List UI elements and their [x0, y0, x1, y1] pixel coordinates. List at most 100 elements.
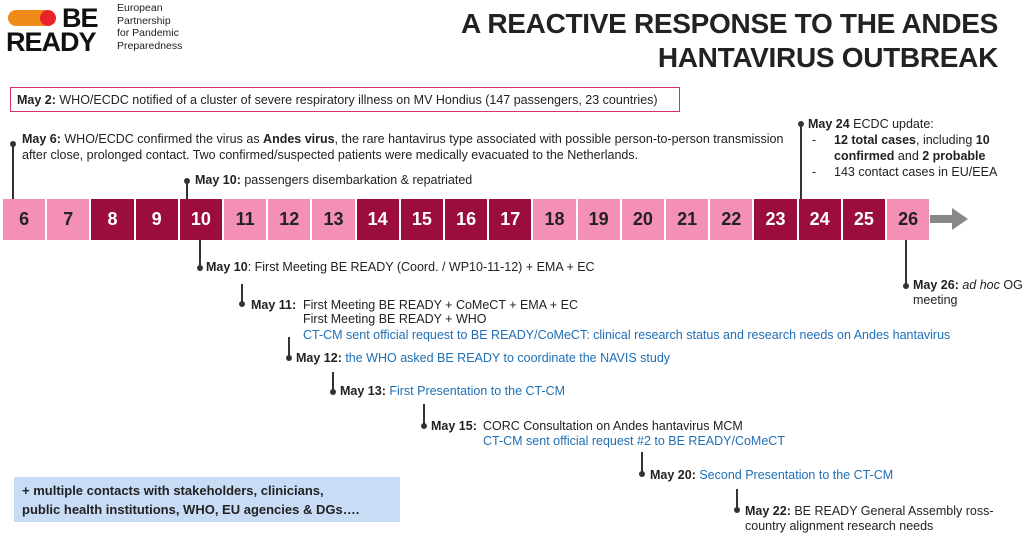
note-line: public health institutions, WHO, EU agen…: [22, 502, 360, 517]
event-may13: May 13: First Presentation to the CT-CM: [340, 383, 565, 399]
logo-word-top: BE: [62, 3, 99, 33]
timeline-day-9: 9: [135, 199, 180, 240]
event-may20: May 20: Second Presentation to the CT-CM: [650, 467, 893, 483]
event-date: May 10:: [195, 173, 241, 187]
logo-word-bottom: READY: [6, 27, 97, 57]
timeline-day-14: 14: [356, 199, 401, 240]
event-date: May 2:: [17, 93, 56, 107]
connector-may24: [798, 121, 804, 199]
note-line: + multiple contacts with stakeholders, c…: [22, 483, 324, 498]
update-text: and: [894, 149, 923, 163]
event-may15-date: May 15:: [431, 418, 477, 434]
event-date: May 15:: [431, 419, 477, 433]
event-may6: May 6: WHO/ECDC confirmed the virus as A…: [22, 131, 783, 147]
timeline-day-17: 17: [489, 199, 534, 240]
timeline-day-22: 22: [710, 199, 755, 240]
event-may15-line1: CORC Consultation on Andes hantavirus MC…: [483, 419, 743, 433]
timeline-day-21: 21: [666, 199, 711, 240]
event-may11-line1: First Meeting BE READY + CoMeCT + EMA + …: [303, 298, 578, 312]
timeline-day-19: 19: [577, 199, 622, 240]
event-text: BE READY General Assembly ross-: [790, 504, 994, 518]
event-date: May 22:: [745, 504, 791, 518]
event-date: May 24: [808, 117, 850, 131]
event-date: May 11:: [251, 298, 297, 312]
event-date: May 13:: [340, 384, 386, 398]
timeline-day-15: 15: [400, 199, 445, 240]
event-date: May 20:: [650, 468, 696, 482]
event-text: WHO/ECDC notified of a cluster of severe…: [55, 93, 658, 107]
event-may2: May 2: WHO/ECDC notified of a cluster of…: [17, 92, 658, 108]
event-may15-line2: CT-CM sent official request #2 to BE REA…: [483, 434, 785, 448]
page-title-line1: A REACTIVE RESPONSE TO THE ANDES: [460, 8, 998, 39]
event-text: : First Meeting BE READY (Coord. / WP10-…: [247, 260, 595, 274]
timeline-day-23: 23: [754, 199, 799, 240]
event-may6-line2: after close, prolonged contact. Two conf…: [22, 148, 639, 162]
event-text: passengers disembarkation & repatriated: [240, 173, 473, 187]
event-may22-line2: country alignment research needs: [745, 519, 934, 533]
event-may11-line3: CT-CM sent official request to BE READY/…: [303, 328, 951, 342]
timeline-day-11: 11: [224, 199, 269, 240]
connector-may10-above: [184, 178, 190, 199]
stakeholder-note-box: + multiple contacts with stakeholders, c…: [14, 477, 400, 522]
event-text: First Presentation to the CT-CM: [385, 384, 566, 398]
connector-may15: [421, 404, 427, 429]
event-date: May 12:: [296, 351, 342, 365]
timeline-day-26: 26: [887, 199, 932, 240]
timeline-day-7: 7: [47, 199, 92, 240]
event-may24: May 24 ECDC update: 12 total cases, incl…: [808, 116, 997, 180]
update-bold: confirmed: [834, 149, 895, 163]
event-may26-line2: meeting: [913, 293, 958, 307]
event-date: May 6:: [22, 132, 61, 146]
may24-update-list: 12 total cases, including 10 confirmed an…: [808, 132, 997, 180]
timeline-day-12: 12: [268, 199, 313, 240]
event-may26: May 26: ad hoc OG: [913, 277, 1023, 293]
event-text: Second Presentation to the CT-CM: [695, 468, 894, 482]
connector-may26: [903, 240, 909, 289]
logo-subtitle-line: European: [117, 2, 163, 14]
update-bold: 10: [975, 133, 990, 147]
event-text: the WHO asked BE READY to coordinate the…: [341, 351, 671, 365]
timeline-day-13: 13: [312, 199, 357, 240]
connector-may12: [286, 337, 292, 361]
may2-highlight-box: [10, 87, 680, 112]
update-bold: 12 total cases: [834, 133, 916, 147]
logo-dot-shape: [40, 10, 56, 26]
may24-update-item: 12 total cases, including 10 confirmed an…: [808, 132, 997, 164]
event-date: May 10: [206, 260, 248, 274]
timeline-day-16: 16: [445, 199, 490, 240]
event-may12: May 12: the WHO asked BE READY to coordi…: [296, 350, 670, 366]
event-text: OG: [999, 278, 1023, 292]
logo-subtitle: European Partnership for Pandemic Prepar…: [117, 2, 207, 52]
timeline-day-18: 18: [533, 199, 578, 240]
event-may10-below: May 10: First Meeting BE READY (Coord. /…: [206, 259, 595, 275]
may24-update-item: 143 contact cases in EU/EEA: [808, 164, 997, 180]
event-date: May 26:: [913, 278, 959, 292]
connector-may11: [239, 284, 245, 307]
logo-subtitle-line: Partnership: [117, 14, 171, 27]
connector-may6: [10, 141, 16, 199]
connector-may22: [734, 489, 740, 513]
event-text: WHO/ECDC confirmed the virus as: [60, 132, 264, 146]
timeline-day-20: 20: [621, 199, 666, 240]
event-text: , the rare hantavirus type associated wi…: [334, 132, 784, 146]
logo-subtitle-line: for Pandemic: [117, 27, 179, 39]
timeline-day-24: 24: [798, 199, 843, 240]
update-bold: 2 probable: [922, 149, 986, 163]
connector-may10-below: [197, 240, 203, 271]
update-text: , including: [916, 133, 976, 147]
page-title-line2: HANTAVIRUS OUTBREAK: [657, 42, 998, 73]
event-may11-line2: First Meeting BE READY + WHO: [303, 312, 487, 326]
timeline-day-8: 8: [91, 199, 136, 240]
connector-may20: [639, 452, 645, 477]
timeline-day-10: 10: [179, 199, 224, 240]
event-text-italic: ad hoc: [958, 278, 1000, 292]
event-may22: May 22: BE READY General Assembly ross-: [745, 503, 993, 519]
event-text-bold: Andes virus: [263, 132, 335, 146]
connector-may13: [330, 372, 336, 395]
event-may10-above: May 10: passengers disembarkation & repa…: [195, 172, 472, 188]
timeline-day-6: 6: [3, 199, 48, 240]
timeline-day-25: 25: [842, 199, 887, 240]
timeline-arrow-icon: [930, 208, 968, 230]
event-text: ECDC update:: [849, 117, 934, 131]
event-may11-date: May 11:: [251, 297, 296, 313]
